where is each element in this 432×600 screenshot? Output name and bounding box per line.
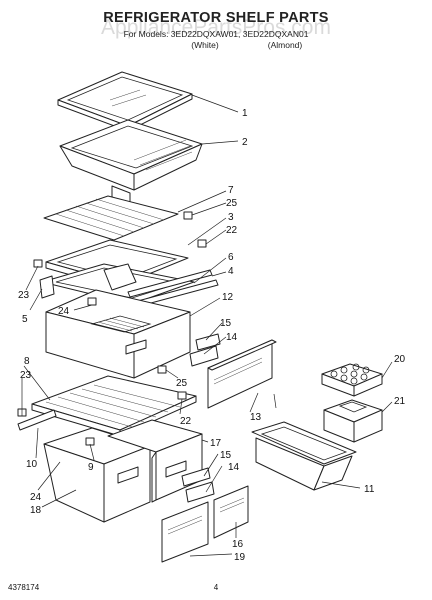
callout-22-upper: 22 (226, 225, 238, 236)
callout-5: 5 (22, 314, 28, 325)
part-19-drawer-front (161, 501, 209, 563)
part-15-slide (195, 333, 221, 351)
part-11-door-bin (251, 421, 357, 491)
callout-16: 16 (232, 539, 244, 550)
color-almond-label: (Almond) (268, 40, 303, 50)
callout-7: 7 (228, 185, 234, 196)
callout-13: 13 (250, 412, 262, 423)
callout-22-lower: 22 (180, 416, 192, 427)
callout-1: 1 (242, 108, 248, 119)
callout-11: 11 (364, 484, 375, 495)
part-21-egg-bin (323, 399, 383, 443)
callout-2: 2 (242, 137, 248, 148)
part-14-slide (189, 345, 219, 367)
part-13-drawer-front (207, 339, 277, 409)
doc-number: 4378174 (8, 583, 40, 592)
part-20-egg-tray (321, 363, 383, 397)
callout-21: 21 (394, 396, 406, 407)
callout-8: 8 (24, 356, 30, 367)
callout-3: 3 (228, 212, 234, 223)
callout-4: 4 (228, 266, 234, 277)
part-5-bracket (39, 275, 55, 299)
callout-12: 12 (222, 292, 234, 303)
callout-25-upper: 25 (226, 198, 238, 209)
callout-17: 17 (210, 438, 222, 449)
part-14-slide-lower (185, 481, 215, 503)
page-number: 4 (214, 583, 219, 592)
leader-lines (21, 94, 393, 557)
callout-25-lower: 25 (176, 378, 188, 389)
callout-labels: 1 2 7 25 3 22 6 4 12 23 5 24 15 14 8 23 … (18, 108, 406, 563)
part-16-drawer-front (213, 485, 249, 539)
callout-14-upper: 14 (226, 332, 238, 343)
callout-10: 10 (26, 459, 38, 470)
watermark: AppliancePartsPros.com (101, 16, 331, 39)
callout-19: 19 (234, 552, 246, 563)
callout-6: 6 (228, 252, 234, 263)
callout-23-upper: 23 (18, 290, 30, 301)
part-2-shelf-tray (59, 119, 203, 205)
part-12-crisper-drawer (45, 289, 191, 379)
callout-15-lower: 15 (220, 450, 232, 461)
callout-24-upper: 24 (58, 306, 70, 317)
callout-20: 20 (394, 354, 406, 365)
callout-23-lower: 23 (20, 370, 32, 381)
callout-18: 18 (30, 505, 42, 516)
callout-24-lower: 24 (30, 492, 42, 503)
diagram-title: REFRIGERATOR SHELF PARTS (103, 10, 329, 26)
part-15-slide-lower (181, 467, 211, 487)
part-7-shelf-panel (43, 195, 179, 241)
callout-9: 9 (88, 462, 94, 473)
callout-15-upper: 15 (220, 318, 232, 329)
callout-14-lower: 14 (228, 462, 240, 473)
color-white-label: (White) (191, 40, 219, 50)
part-10-rail (17, 409, 57, 431)
models-line: For Models: 3ED22DQXAW01, 3ED22DQXAN01 (124, 29, 309, 39)
part-4-slide-rails (127, 269, 219, 308)
